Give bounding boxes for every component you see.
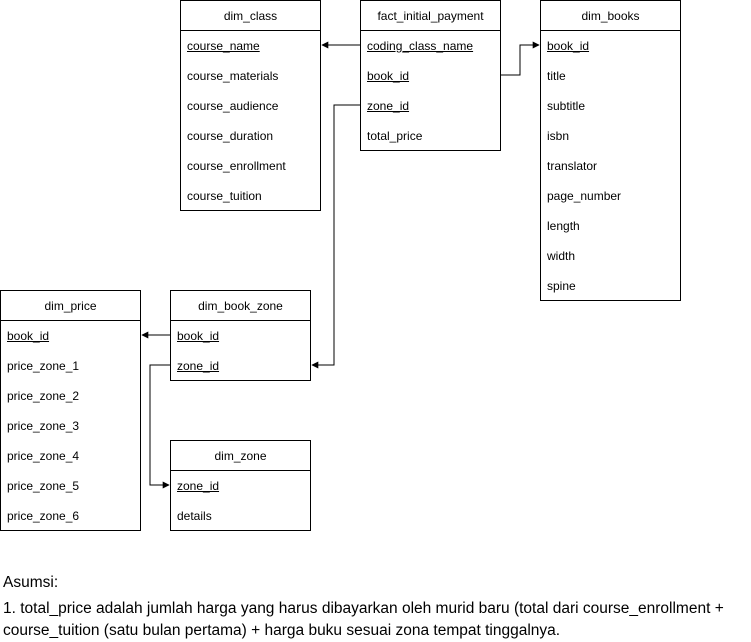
- field-course-name: course_name: [187, 39, 260, 53]
- field-page-number: page_number: [547, 189, 622, 203]
- field-book-id: book_id: [177, 329, 220, 343]
- table-title: dim_price: [1, 291, 140, 321]
- field-translator: translator: [547, 159, 598, 173]
- field-price-zone-6: price_zone_6: [7, 509, 80, 523]
- field-spine: spine: [547, 279, 576, 293]
- notes-heading: Asumsi:: [3, 574, 59, 591]
- field-subtitle: subtitle: [547, 99, 586, 113]
- field-zone-id: zone_id: [177, 479, 220, 493]
- field-book-id: book_id: [367, 69, 410, 83]
- field-price-zone-4: price_zone_4: [7, 449, 80, 463]
- field-price-zone-1: price_zone_1: [7, 359, 80, 373]
- field-title: title: [547, 69, 566, 83]
- table-dim-price: dim_price book_id price_zone_1 price_zon…: [0, 290, 141, 531]
- field-price-zone-3: price_zone_3: [7, 419, 80, 433]
- field-course-materials: course_materials: [187, 69, 279, 83]
- field-book-id: book_id: [547, 39, 590, 53]
- field-course-duration: course_duration: [187, 129, 274, 143]
- table-title: dim_books: [541, 1, 680, 31]
- field-zone-id: zone_id: [177, 359, 220, 373]
- notes-line-2: course_tuition (satu bulan pertama) + ha…: [3, 622, 561, 639]
- field-price-zone-5: price_zone_5: [7, 479, 80, 493]
- table-title: dim_class: [181, 1, 320, 31]
- table-fact-initial-payment: fact_initial_payment coding_class_name b…: [360, 0, 501, 151]
- field-length: length: [547, 219, 580, 233]
- table-title: dim_zone: [171, 441, 310, 471]
- table-title: dim_book_zone: [171, 291, 310, 321]
- field-price-zone-2: price_zone_2: [7, 389, 80, 403]
- table-dim-zone: dim_zone zone_id details: [170, 440, 311, 531]
- table-dim-books: dim_books book_id title subtitle isbn tr…: [540, 0, 681, 301]
- field-details: details: [177, 509, 212, 523]
- relation-zone-id-to-book-zone: [311, 104, 360, 369]
- table-title: fact_initial_payment: [361, 1, 500, 31]
- table-dim-book-zone: dim_book_zone book_id zone_id: [170, 290, 311, 381]
- relation-book-id-to-dim-books: [501, 41, 540, 76]
- field-course-audience: course_audience: [187, 99, 279, 113]
- relation-book-zone-to-zone: [149, 364, 170, 489]
- field-book-id: book_id: [7, 329, 50, 343]
- field-width: width: [547, 249, 576, 263]
- field-zone-id: zone_id: [367, 99, 410, 113]
- field-course-enrollment: course_enrollment: [187, 159, 286, 173]
- table-dim-class: dim_class course_name course_materials c…: [180, 0, 321, 211]
- notes-line-1: 1. total_price adalah jumlah harga yang …: [3, 600, 724, 617]
- field-course-tuition: course_tuition: [187, 189, 262, 203]
- field-isbn: isbn: [547, 129, 570, 143]
- field-total-price: total_price: [367, 129, 423, 143]
- field-coding-class-name: coding_class_name: [367, 39, 474, 53]
